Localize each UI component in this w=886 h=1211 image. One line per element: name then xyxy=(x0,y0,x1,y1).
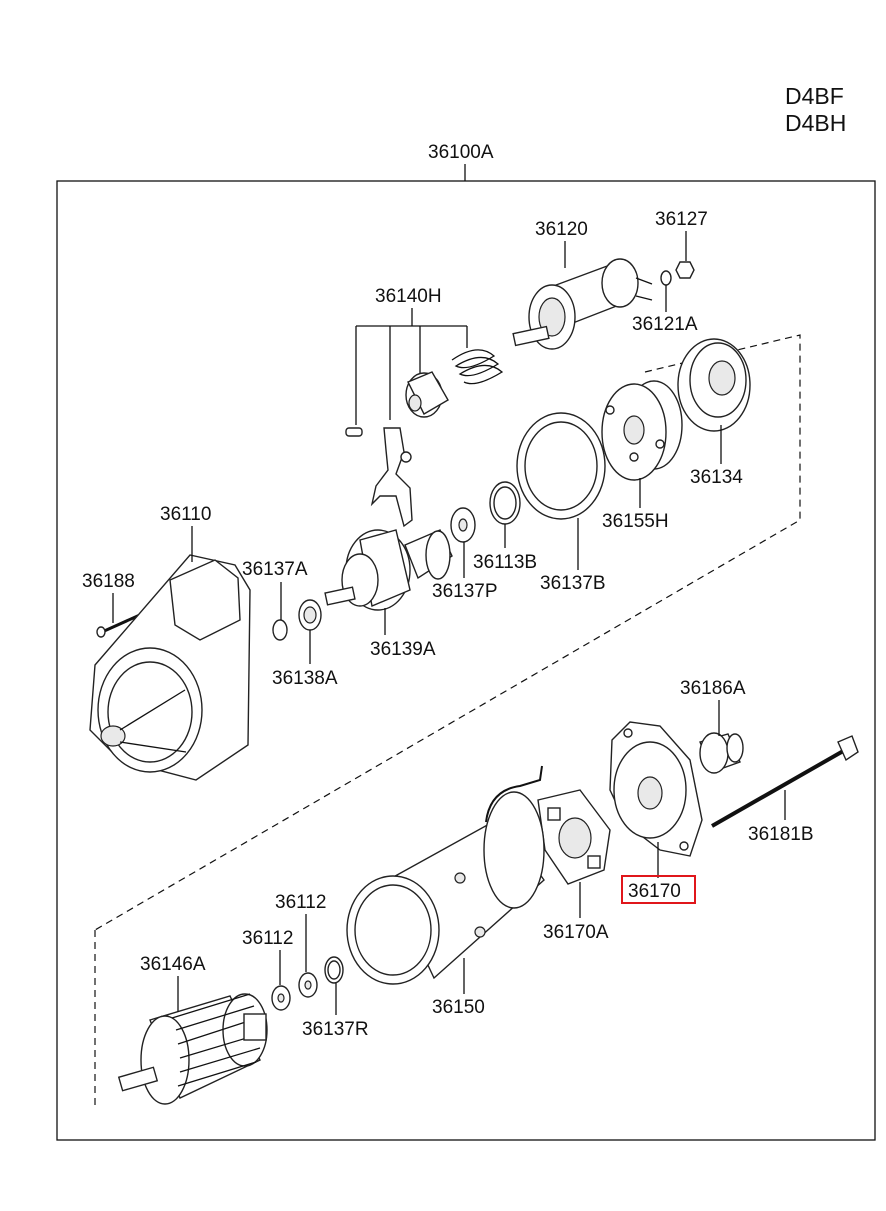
housing[interactable] xyxy=(601,380,683,481)
through-bolt[interactable] xyxy=(711,735,859,828)
label-36134: 36134 xyxy=(690,467,743,488)
label-36138A: 36138A xyxy=(272,668,338,689)
armature[interactable] xyxy=(117,993,268,1105)
plunger-sleeve[interactable] xyxy=(405,371,449,418)
solenoid-switch[interactable] xyxy=(512,258,653,350)
ring-36137R[interactable] xyxy=(324,956,344,984)
label-36186A: 36186A xyxy=(680,678,746,699)
washer-small[interactable] xyxy=(660,270,672,286)
label-36140H: 36140H xyxy=(375,286,442,307)
label-36113B: 36113B xyxy=(473,552,537,573)
spring[interactable] xyxy=(451,349,504,385)
label-36112-lower: 36112 xyxy=(242,928,293,949)
o-ring[interactable] xyxy=(489,481,521,525)
shift-lever[interactable] xyxy=(370,427,413,528)
mounting-bolt[interactable] xyxy=(96,612,143,638)
label-36170: 36170 xyxy=(628,881,681,902)
stop-collar[interactable] xyxy=(298,599,322,631)
label-36137P: 36137P xyxy=(432,581,498,602)
label-36188: 36188 xyxy=(82,571,135,592)
engine-code-1: D4BF xyxy=(785,83,844,109)
washer-36112-a[interactable] xyxy=(271,985,291,1011)
thrust-washer[interactable] xyxy=(450,507,476,543)
label-36112-upper: 36112 xyxy=(275,892,326,913)
label-36120: 36120 xyxy=(535,219,588,240)
seal-ring-large[interactable] xyxy=(516,412,606,520)
label-36137A: 36137A xyxy=(242,559,308,580)
stop-ring[interactable] xyxy=(272,619,288,641)
label-36170A: 36170A xyxy=(543,922,609,943)
yoke-cover[interactable] xyxy=(677,338,751,432)
label-36181B: 36181B xyxy=(748,824,814,845)
front-bracket[interactable] xyxy=(89,554,251,781)
assembly-frame xyxy=(56,180,876,1141)
field-yoke[interactable] xyxy=(346,791,545,985)
engine-code-2: D4BH xyxy=(785,110,846,136)
brush-holder[interactable] xyxy=(485,765,611,885)
label-36146A: 36146A xyxy=(140,954,206,975)
pin[interactable] xyxy=(345,427,363,437)
bushing[interactable] xyxy=(699,732,744,774)
assembly-label: 36100A xyxy=(428,142,494,163)
washer-36112-b[interactable] xyxy=(298,972,318,998)
label-36110: 36110 xyxy=(160,504,211,525)
label-36137R: 36137R xyxy=(302,1019,369,1040)
highlight-box xyxy=(621,875,696,904)
nut[interactable] xyxy=(675,261,695,279)
rear-bracket[interactable] xyxy=(609,721,703,857)
label-36137B: 36137B xyxy=(540,573,606,594)
label-36155H: 36155H xyxy=(602,511,669,532)
label-36127: 36127 xyxy=(655,209,708,230)
label-36121A: 36121A xyxy=(632,314,698,335)
label-36139A: 36139A xyxy=(370,639,436,660)
overrunning-clutch[interactable] xyxy=(324,529,453,611)
label-36150: 36150 xyxy=(432,997,485,1018)
leader-36140H xyxy=(355,308,468,425)
